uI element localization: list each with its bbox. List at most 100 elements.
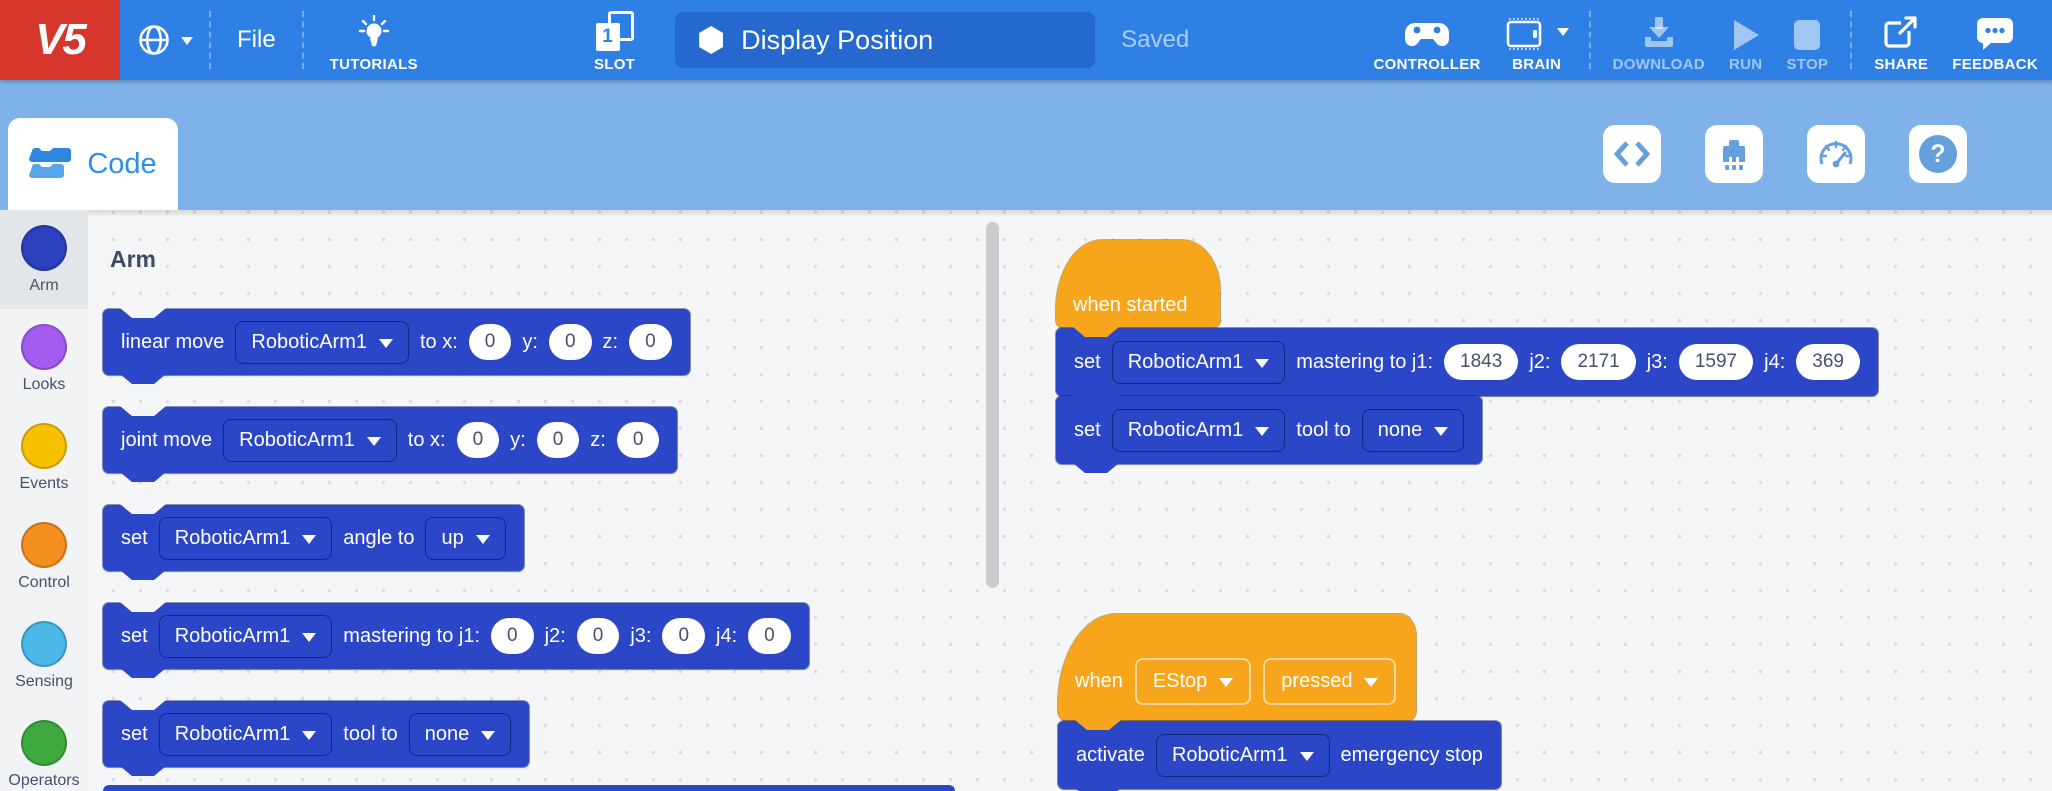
stop-icon [1792, 19, 1822, 51]
block-text: set [121, 722, 148, 745]
dropdown-value: RoboticArm1 [174, 526, 291, 549]
dropdown[interactable]: RoboticArm1 [1155, 733, 1330, 777]
project-name: Display Position [741, 24, 934, 55]
v5-logo-text: V5 [35, 15, 87, 64]
number-input[interactable]: 0 [548, 324, 592, 360]
gauge-icon [1817, 138, 1855, 170]
chevron-down-icon [302, 534, 317, 551]
palette-block[interactable]: set RoboticArm1 tool to none [103, 701, 530, 767]
slot-button[interactable]: 1 SLOT [594, 0, 635, 80]
block-text: j3: [1646, 350, 1668, 373]
block-text: z: [590, 428, 606, 451]
tutorials-button[interactable]: TUTORIALS [304, 0, 444, 80]
dropdown-value: pressed [1281, 670, 1353, 692]
number-input[interactable]: 0 [576, 618, 620, 654]
divider [1850, 11, 1853, 69]
chevron-down-icon [379, 338, 393, 355]
run-button[interactable]: RUN [1717, 0, 1774, 80]
dropdown-value: up [441, 526, 464, 549]
number-input[interactable]: 369 [1796, 344, 1860, 380]
code-view-button[interactable] [1603, 125, 1661, 183]
stop-label: STOP [1786, 56, 1829, 73]
number-input[interactable]: 0 [456, 422, 500, 458]
number-input[interactable]: 0 [662, 618, 706, 654]
device-port-icon [1717, 138, 1751, 170]
chevron-down-icon [475, 534, 490, 551]
number-input[interactable]: 0 [491, 618, 534, 654]
dropdown[interactable]: pressed [1263, 658, 1397, 705]
share-button[interactable]: SHARE [1862, 0, 1940, 80]
block-text: to x: [420, 330, 458, 353]
dropdown[interactable]: EStop [1134, 658, 1252, 705]
top-bar: V5 File TUTORIALS 1 [0, 0, 2052, 80]
stop-button[interactable]: STOP [1774, 0, 1840, 80]
dashboard-button[interactable] [1807, 125, 1865, 183]
dropdown[interactable]: RoboticArm1 [1111, 340, 1286, 384]
controller-label: CONTROLLER [1373, 56, 1481, 73]
partial-block[interactable] [103, 785, 955, 791]
dropdown[interactable]: RoboticArm1 [235, 320, 409, 364]
number-input[interactable]: 0 [629, 324, 672, 360]
code-brackets-icon [1613, 140, 1651, 168]
download-icon [1641, 17, 1677, 51]
block-text: tool to [343, 722, 398, 745]
category-label: Arm [29, 276, 59, 294]
number-input[interactable]: 1843 [1444, 344, 1519, 380]
block-text: y: [522, 330, 538, 353]
dropdown[interactable]: RoboticArm1 [158, 516, 333, 560]
brain-button[interactable]: BRAIN [1495, 0, 1579, 80]
dropdown[interactable]: none [1361, 408, 1465, 452]
dropdown[interactable]: RoboticArm1 [158, 712, 333, 756]
dropdown[interactable]: RoboticArm1 [1111, 408, 1286, 452]
tab-code[interactable]: Code [8, 118, 178, 210]
download-button[interactable]: DOWNLOAD [1601, 0, 1717, 80]
project-name-box[interactable]: Display Position [675, 12, 1096, 68]
dropdown[interactable]: RoboticArm1 [158, 614, 333, 658]
number-input[interactable]: 0 [536, 422, 580, 458]
chevron-down-icon [481, 730, 496, 747]
help-icon: ? [1919, 135, 1957, 173]
feedback-button[interactable]: FEEDBACK [1940, 0, 2052, 80]
sidebar-item-sensing[interactable]: Sensing [0, 606, 88, 705]
help-button[interactable]: ? [1909, 125, 1967, 183]
category-label: Control [18, 573, 70, 591]
feedback-label: FEEDBACK [1952, 56, 2038, 73]
dropdown[interactable]: up [425, 516, 506, 560]
sidebar-item-operators[interactable]: Operators [0, 705, 88, 791]
number-input[interactable]: 0 [748, 618, 791, 654]
sidebar-item-events[interactable]: Events [0, 408, 88, 507]
file-menu[interactable]: File [211, 0, 302, 80]
number-input[interactable]: 2171 [1561, 344, 1636, 380]
number-input[interactable]: 0 [616, 422, 660, 458]
dropdown[interactable]: none [408, 712, 512, 756]
download-label: DOWNLOAD [1612, 56, 1706, 73]
sidebar-item-arm[interactable]: Arm [0, 210, 88, 309]
language-menu[interactable] [136, 0, 193, 80]
brain-label: BRAIN [1512, 56, 1562, 73]
dropdown[interactable]: RoboticArm1 [223, 418, 397, 462]
divider [1588, 11, 1591, 69]
sidebar-item-looks[interactable]: Looks [0, 309, 88, 408]
devices-button[interactable] [1705, 125, 1763, 183]
palette-scrollbar[interactable] [986, 222, 999, 588]
controller-icon [1405, 19, 1450, 51]
divider [209, 11, 211, 69]
chevron-down-icon [1434, 426, 1449, 443]
number-input[interactable]: 0 [468, 324, 512, 360]
sidebar-item-control[interactable]: Control [0, 507, 88, 606]
controller-button[interactable]: CONTROLLER [1359, 0, 1494, 80]
hat-block[interactable]: when started [1056, 240, 1220, 328]
file-menu-label: File [237, 26, 276, 53]
number-input[interactable]: 1597 [1678, 344, 1754, 380]
chevron-down-icon [1364, 678, 1379, 694]
